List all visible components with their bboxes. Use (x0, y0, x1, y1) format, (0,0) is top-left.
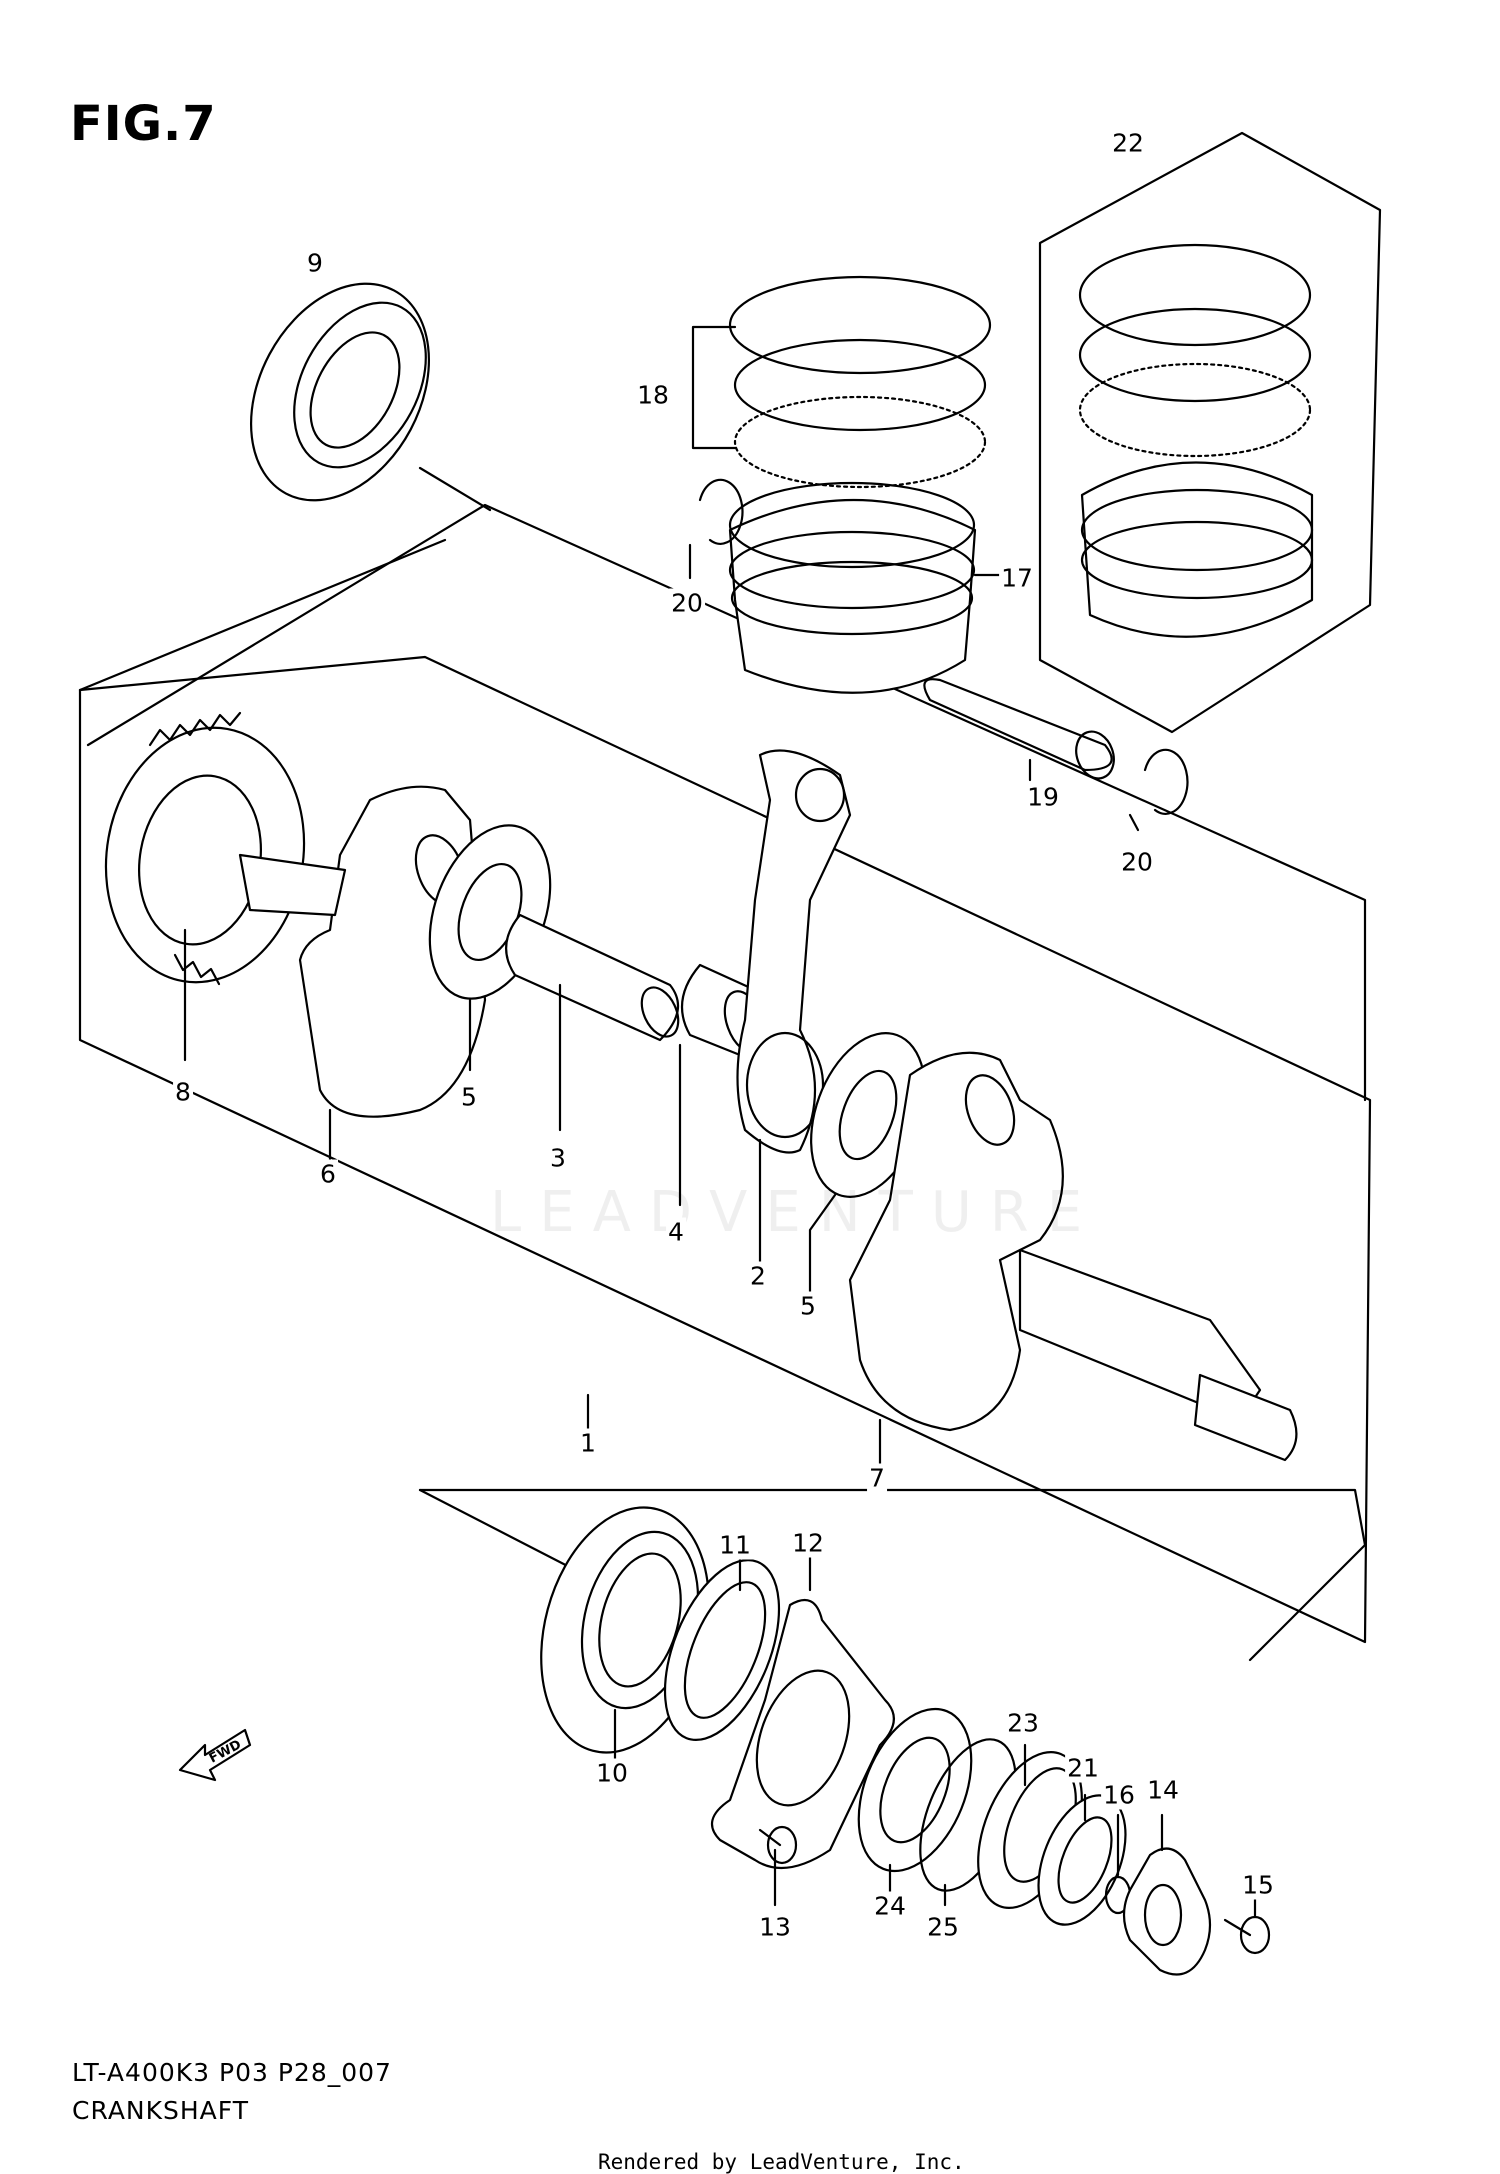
circlip-20-upper-part (688, 478, 744, 580)
callout-14: 14 (1145, 1775, 1181, 1805)
section-name: CRANKSHAFT (72, 2096, 249, 2125)
piston-pin-19-part (923, 678, 1115, 782)
callout-5-lower: 5 (798, 1291, 818, 1321)
screw-15-part (1223, 1893, 1271, 1955)
watermark-text: LEADVENTURE (490, 1180, 1101, 1245)
callout-13: 13 (757, 1912, 793, 1942)
piston-rings-18-part (691, 275, 992, 489)
callout-6: 6 (318, 1159, 338, 1189)
retainer-plate-12-part (710, 1553, 895, 1870)
callout-8: 8 (173, 1077, 193, 1107)
callout-2: 2 (748, 1261, 768, 1291)
callout-3: 3 (548, 1143, 568, 1173)
screw-13-part (758, 1825, 798, 1907)
callout-21: 21 (1065, 1753, 1101, 1783)
callout-19: 19 (1025, 782, 1061, 812)
callout-4: 4 (666, 1217, 686, 1247)
connecting-rod-2-part (736, 749, 852, 1272)
callout-24: 24 (872, 1891, 908, 1921)
piston-17-part (728, 481, 1007, 694)
callout-20-upper: 20 (669, 588, 705, 618)
credit-line: Rendered by LeadVenture, Inc. (598, 2150, 965, 2174)
circlip-20-lower-part (1128, 748, 1189, 832)
callout-16: 16 (1101, 1780, 1137, 1810)
callout-20-lower: 20 (1119, 847, 1155, 877)
plate-14-part (1122, 1813, 1212, 1976)
callout-17: 17 (999, 563, 1035, 593)
callout-22: 22 (1110, 128, 1146, 158)
bearing-24-part (857, 1707, 973, 1897)
model-code: LT-A400K3 P03 P28_007 (72, 2058, 392, 2087)
figure-title: FIG.7 (70, 96, 217, 152)
gear-8-part (104, 711, 306, 1062)
callout-11: 11 (717, 1530, 753, 1560)
seal-11-part (663, 1553, 781, 1741)
assembly-box-1 (78, 503, 1372, 1644)
callout-25: 25 (925, 1912, 961, 1942)
piston-assembly-box-22 (1038, 131, 1382, 734)
crank-pin-3-part (505, 913, 680, 1132)
callout-10: 10 (594, 1758, 630, 1788)
piston-set-22-part (1078, 243, 1314, 638)
callout-7: 7 (867, 1463, 887, 1493)
callout-12: 12 (790, 1528, 826, 1558)
bearing-assembly-box (418, 1488, 1367, 1662)
callout-23: 23 (1005, 1708, 1041, 1738)
callout-18: 18 (635, 380, 671, 410)
callout-15: 15 (1240, 1870, 1276, 1900)
callout-5-upper: 5 (459, 1082, 479, 1112)
callout-1: 1 (578, 1428, 598, 1458)
bearing-9-part (249, 282, 492, 512)
fwd-arrow-icon: FWD (178, 1728, 252, 1782)
callout-9: 9 (305, 248, 325, 278)
crank-web-7-part (848, 1051, 1298, 1472)
